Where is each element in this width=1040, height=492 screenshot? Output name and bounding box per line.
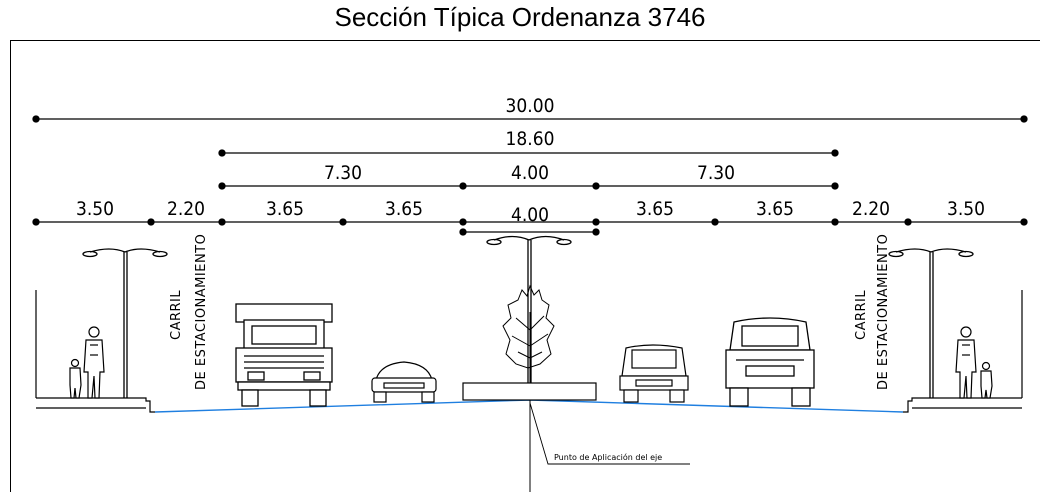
street-lamp-icon [888, 248, 974, 398]
axis-note: Punto de Aplicación del eje [554, 452, 662, 462]
dim-total: 30.00 [506, 95, 555, 117]
dim-half-left: 7.30 [324, 162, 362, 184]
median-planter [462, 382, 597, 401]
drawing-frame [10, 40, 1040, 492]
dimension-lines [32, 115, 1028, 236]
dim-road: 18.60 [506, 128, 555, 150]
axis-leader [529, 402, 690, 465]
parking-left-label-line1: CARRIL [169, 290, 184, 340]
dim-sidewalk-left: 3.50 [76, 198, 114, 220]
street-lamp-icon [82, 248, 168, 398]
dim-lane-3: 3.65 [636, 198, 674, 220]
pickup-icon [725, 317, 815, 407]
dim-lane-4: 3.65 [756, 198, 794, 220]
road-grade-line [154, 399, 904, 413]
pedestrians-icon [69, 326, 105, 399]
street-lamp-icon [486, 235, 572, 383]
dim-parking-left: 2.20 [167, 198, 205, 220]
parking-right-label-line2: DE ESTACIONAMIENTO [876, 234, 891, 390]
cross-section-diagram: 30.00 18.60 7.30 4.00 7.30 3.50 2.20 3.6… [10, 40, 1040, 492]
dim-sidewalk-right: 3.50 [947, 198, 985, 220]
pedestrians-icon [955, 326, 993, 399]
car-icon [371, 361, 437, 403]
sidewalk-left [35, 290, 155, 413]
suv-icon [619, 344, 689, 403]
tree-icon [502, 284, 555, 383]
parking-left-label-line2: DE ESTACIONAMIENTO [194, 234, 209, 390]
dim-median: 4.00 [511, 204, 549, 226]
dim-lane-2: 3.65 [385, 198, 423, 220]
truck-icon [235, 303, 333, 407]
dim-parking-right: 2.20 [852, 198, 890, 220]
diagram-title: Sección Típica Ordenanza 3746 [334, 2, 706, 32]
dim-half-right: 7.30 [697, 162, 735, 184]
dim-lane-1: 3.65 [266, 198, 304, 220]
parking-right-label-line1: CARRIL [854, 290, 869, 340]
dim-median-top: 4.00 [511, 162, 549, 184]
